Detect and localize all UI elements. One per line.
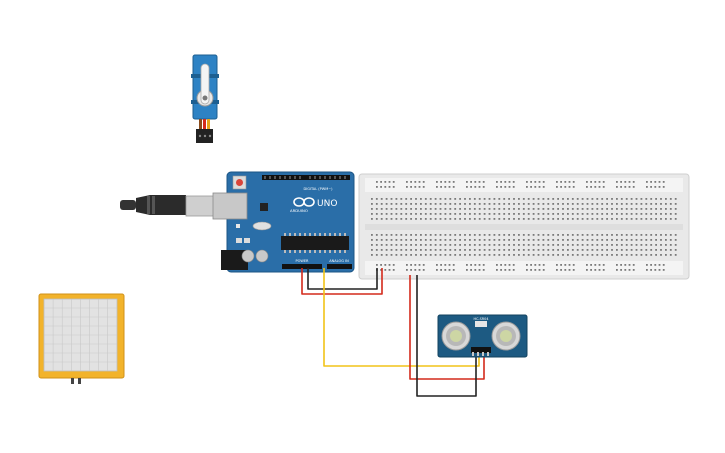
arduino-uno-board[interactable]: DIGITAL (PWM~) UNO ARDUINO [212, 171, 355, 273]
arduino-logo [293, 197, 315, 207]
digital-header-label: DIGITAL (PWM~) [303, 187, 333, 191]
board-model-label: UNO [317, 199, 337, 209]
wire-yellow-signal [323, 268, 480, 367]
wires[interactable] [301, 268, 485, 397]
sensor-model-label: HC-SR04 [474, 317, 489, 321]
servo-motor[interactable] [191, 54, 219, 143]
force-sensor-grid [44, 299, 117, 371]
wire-black-ground [416, 275, 477, 397]
ultrasonic-sensor[interactable]: HC-SR04 [437, 314, 528, 358]
power-header-label: POWER [296, 259, 310, 263]
wire-red-vcc [409, 275, 485, 380]
breadboard-holes[interactable] [371, 181, 677, 271]
force-sensor-pad[interactable] [38, 293, 125, 384]
analog-header-label: ANALOG IN [329, 259, 349, 263]
wire-black-gnd [307, 268, 378, 290]
wire-red-5v [301, 268, 383, 295]
brand-label: ARDUINO [290, 208, 308, 213]
breadboard[interactable] [358, 173, 690, 280]
